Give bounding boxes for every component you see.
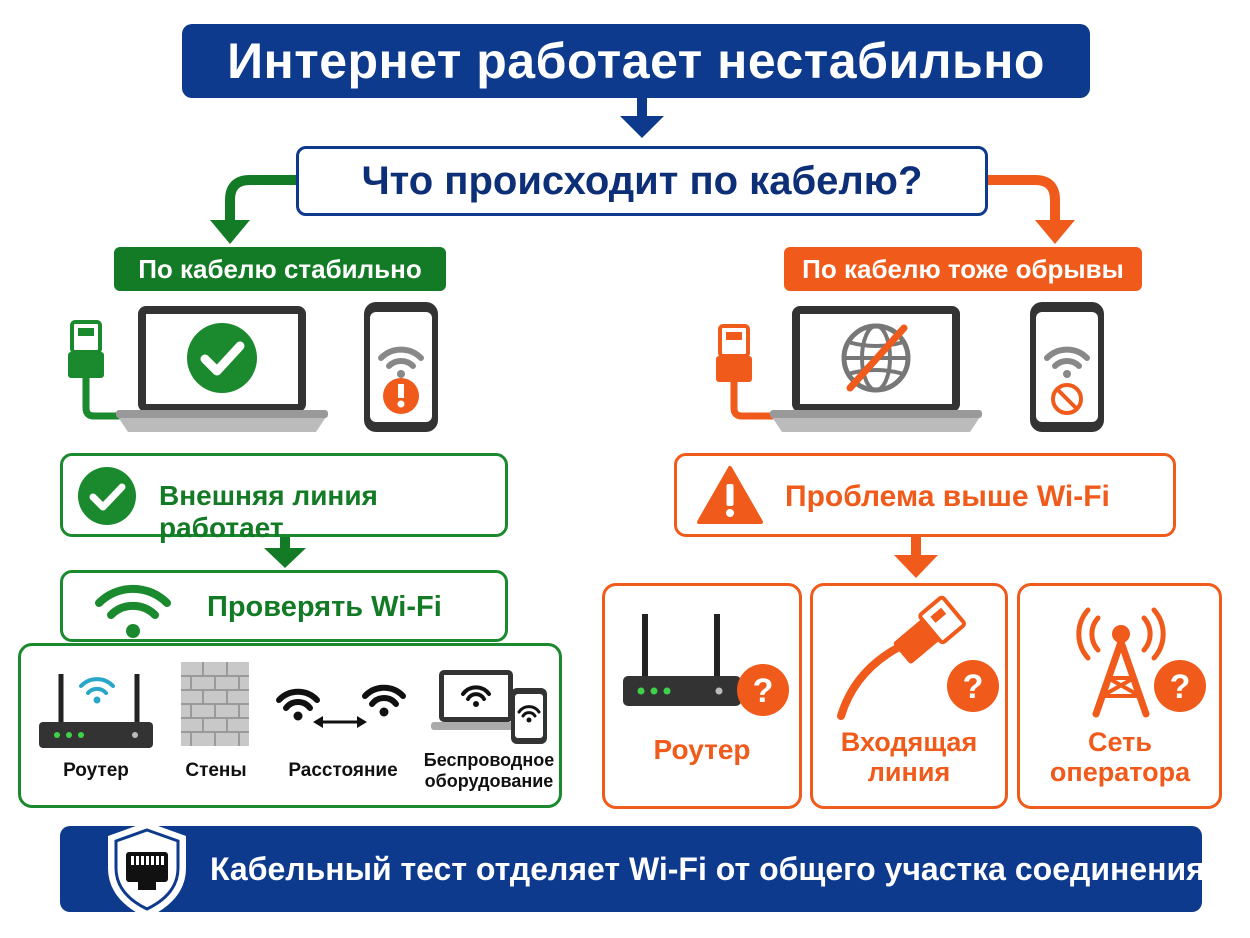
suspect-operator-network-card: ? Сеть оператора [1017,583,1222,809]
ethernet-plug-icon [68,320,124,420]
factor-router-label: Роутер [63,760,129,781]
check-circle-icon [78,467,136,525]
ethernet-shield-icon [108,822,186,918]
wifi-factors-box: Роутер Стены Расстояние [18,643,562,808]
external-line-status-box: Внешняя линия работает [60,453,508,543]
branch-stable-label: По кабелю стабильно [114,247,446,291]
question-box: Что происходит по кабелю? [296,146,988,216]
footer-banner [60,826,1202,912]
suspect-incoming-line-label: Входящая линия [840,727,978,787]
phone-blocked-icon [1030,302,1104,432]
svg-text:?: ? [753,672,774,710]
cell-tower-icon: ? [1076,607,1206,718]
wifi-icon [95,584,171,638]
problem-above-wifi-box: Проблема выше Wi-Fi [674,453,1176,537]
title-banner: Интернет работает нестабильно [182,24,1090,98]
branch-dropouts-label: По кабелю тоже обрывы [784,247,1142,291]
external-line-status-text: Внешняя линия работает [159,480,378,543]
suspect-router-label: Роутер [653,734,751,765]
suspect-router-card: ? Роутер [602,583,802,809]
factor-distance-label: Расстояние [288,760,398,781]
incoming-cable-icon: ? [837,595,999,720]
laptop-no-internet-icon [770,306,982,432]
suspect-incoming-line-card: ? Входящая линия [810,583,1008,809]
question-text: Что происходит по кабелю? [361,158,923,203]
warning-triangle-icon [697,466,763,524]
page-title: Интернет работает нестабильно [227,33,1045,89]
suspect-operator-network-label: Сеть оператора [1049,727,1191,787]
svg-text:?: ? [963,668,984,706]
distance-icon [276,684,406,728]
branch-dropouts-text: По кабелю тоже обрывы [802,253,1124,284]
check-wifi-text: Проверять Wi-Fi [207,591,442,623]
footer-text: Кабельный тест отделяет Wi-Fi от общего … [210,850,1205,887]
check-wifi-box: Проверять Wi-Fi [60,570,508,642]
phone-warning-icon [364,302,438,432]
router-icon: ? [623,614,789,716]
ethernet-plug-orange-icon [716,324,798,420]
problem-above-wifi-text: Проблема выше Wi-Fi [785,480,1110,513]
router-icon [39,674,153,748]
svg-text:?: ? [1170,668,1191,706]
laptop-ok-icon [116,306,328,432]
factor-wireless-label: Беспроводное оборудование [423,750,555,791]
factor-walls-label: Стены [185,760,247,781]
brick-wall-icon [181,662,249,746]
wireless-devices-icon [431,670,547,744]
branch-stable-text: По кабелю стабильно [138,253,422,284]
